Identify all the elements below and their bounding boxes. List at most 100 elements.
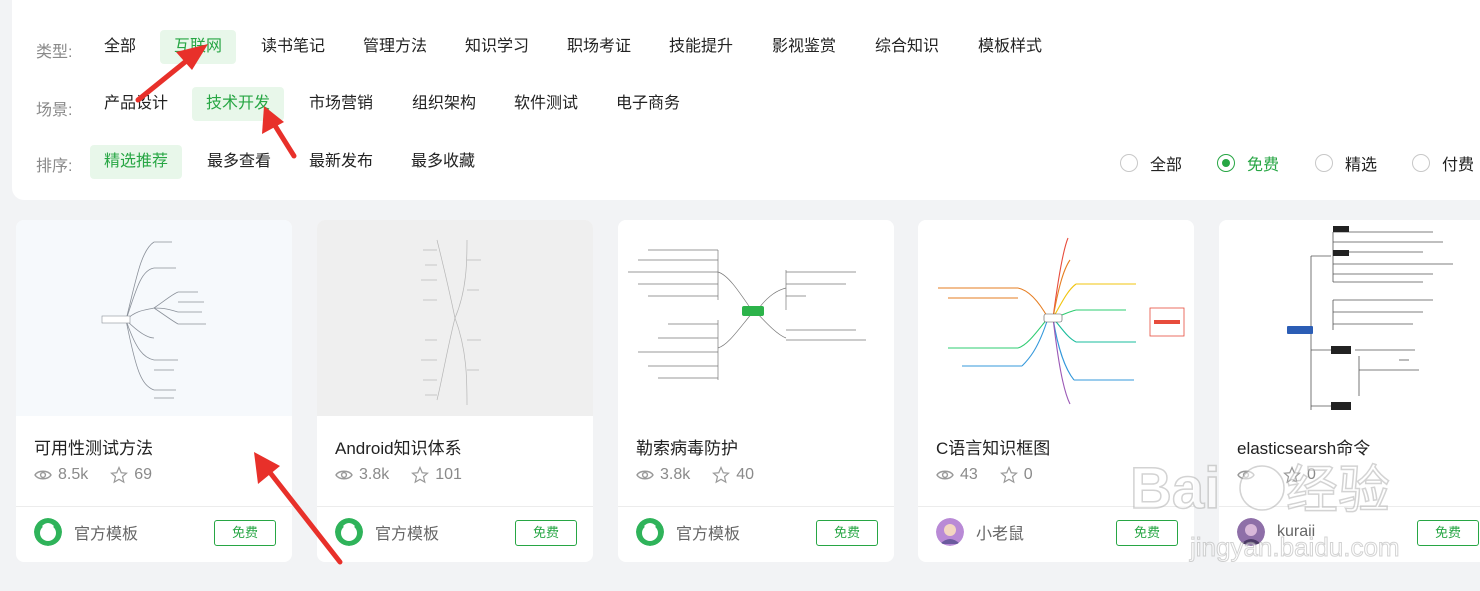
eye-icon (34, 470, 52, 480)
author-name: 官方模板 (375, 526, 440, 543)
eye-icon (636, 470, 654, 480)
stars-stat: 101 (411, 466, 462, 484)
card-title[interactable]: 勒索病毒防护 (636, 439, 738, 458)
card-divider (1219, 506, 1480, 507)
stars-stat: 40 (712, 466, 754, 484)
card-title[interactable]: elasticsearsh命令 (1237, 439, 1371, 458)
type-chip-reading-notes[interactable]: 读书笔记 (261, 38, 326, 55)
radio-circle (1315, 154, 1333, 172)
card-title[interactable]: Android知识体系 (335, 439, 462, 458)
avatar (1237, 518, 1265, 546)
filter-panel: 类型: 全部 互联网 读书笔记 管理方法 知识学习 职场考证 技能提升 影视鉴赏… (12, 0, 1480, 200)
template-card[interactable]: Android知识体系 3.8k 101 官方模板 免费 (317, 220, 593, 562)
card-divider (317, 506, 593, 507)
sort-chip-featured[interactable]: 精选推荐 (90, 145, 183, 179)
type-chip-career[interactable]: 职场考证 (567, 38, 632, 55)
card-author[interactable]: 官方模板 (636, 518, 740, 546)
views-stat: 43 (936, 466, 978, 484)
stars-stat: 0 (999, 466, 1033, 484)
card-stats: 3.8k 40 (636, 466, 776, 484)
mindmap-thumbnail (1219, 220, 1480, 416)
price-badge: 免费 (1116, 520, 1178, 546)
scene-chip-ecommerce[interactable]: 电子商务 (616, 95, 681, 112)
price-badge: 免费 (515, 520, 577, 546)
radio-circle (1412, 154, 1430, 172)
star-icon (999, 466, 1018, 484)
sort-chip-newest[interactable]: 最新发布 (309, 153, 374, 170)
type-chip-internet[interactable]: 互联网 (160, 30, 237, 64)
radio-circle (1120, 154, 1138, 172)
stars-stat: 0 (1283, 466, 1316, 484)
views-stat: 8.5k (34, 466, 88, 484)
card-author[interactable]: 小老鼠 (936, 518, 1024, 546)
author-name: 官方模板 (74, 526, 139, 543)
radio-label: 全部 (1150, 157, 1183, 174)
type-chip-templates[interactable]: 模板样式 (978, 38, 1043, 55)
scene-chip-product-design[interactable]: 产品设计 (104, 95, 169, 112)
type-chip-general[interactable]: 综合知识 (875, 38, 940, 55)
card-stats: 3.8k 101 (335, 466, 484, 484)
baidu-watermark-logo: Bai 经验 jingyan.baidu.com (1129, 455, 1400, 562)
views-stat: 3.8k (335, 466, 389, 484)
eye-icon (936, 470, 954, 480)
eye-icon (335, 470, 353, 480)
stars-count: 0 (1023, 466, 1033, 483)
scene-label: 场景: (36, 102, 73, 119)
scene-chip-tech-dev[interactable]: 技术开发 (192, 87, 285, 121)
sort-chip-most-saved[interactable]: 最多收藏 (411, 153, 476, 170)
type-chip-all[interactable]: 全部 (104, 38, 137, 55)
stars-count: 0 (1307, 466, 1316, 483)
svg-text:经验: 经验 (1286, 462, 1390, 520)
scene-chip-org-structure[interactable]: 组织架构 (412, 95, 477, 112)
avatar (936, 518, 964, 546)
radio-selected[interactable]: 精选 (1315, 151, 1377, 175)
watermark: Bai 经验 jingyan.baidu.com (1129, 446, 1460, 586)
svg-text:Bai: Bai (1130, 456, 1220, 521)
radio-paid[interactable]: 付费 (1412, 151, 1474, 175)
star-icon (1283, 466, 1301, 484)
mindmap-thumbnail (918, 220, 1194, 416)
mindmap-thumbnail (317, 220, 593, 416)
type-label: 类型: (36, 44, 73, 61)
card-divider (618, 506, 894, 507)
views-count: 8.5k (58, 466, 89, 483)
stars-count: 40 (736, 466, 755, 483)
type-chip-skills[interactable]: 技能提升 (669, 38, 734, 55)
star-icon (110, 466, 129, 484)
svg-text:jingyan.baidu.com: jingyan.baidu.com (1189, 532, 1400, 562)
stars-count: 101 (435, 466, 462, 483)
radio-all[interactable]: 全部 (1120, 151, 1182, 175)
views-count: 43 (960, 466, 978, 483)
card-title[interactable]: 可用性测试方法 (34, 439, 153, 458)
radio-label: 精选 (1345, 157, 1378, 174)
avatar (636, 518, 664, 546)
stars-stat: 69 (110, 466, 152, 484)
type-chip-knowledge[interactable]: 知识学习 (465, 38, 530, 55)
card-title[interactable]: C语言知识框图 (936, 439, 1051, 458)
card-divider (16, 506, 292, 507)
template-card[interactable]: elasticsearsh命令 0 kuraii 免费 (1219, 220, 1480, 562)
type-chip-film[interactable]: 影视鉴赏 (772, 38, 837, 55)
sort-label: 排序: (36, 158, 73, 175)
star-icon (411, 466, 430, 484)
star-icon (712, 466, 731, 484)
card-author[interactable]: kuraii (1237, 518, 1315, 546)
author-name: kuraii (1277, 523, 1316, 540)
views-count: 3.8k (359, 466, 390, 483)
radio-label: 免费 (1247, 157, 1280, 174)
type-chip-management[interactable]: 管理方法 (363, 38, 428, 55)
card-author[interactable]: 官方模板 (335, 518, 439, 546)
sort-chip-most-viewed[interactable]: 最多查看 (207, 153, 272, 170)
card-stats: 43 0 (936, 466, 1055, 484)
scene-chip-marketing[interactable]: 市场营销 (309, 95, 374, 112)
card-divider (918, 506, 1194, 507)
author-name: 小老鼠 (976, 526, 1025, 543)
radio-free[interactable]: 免费 (1217, 151, 1279, 175)
template-card[interactable]: 可用性测试方法 8.5k 69 官方模板 免费 (16, 220, 292, 562)
card-author[interactable]: 官方模板 (34, 518, 138, 546)
card-stats: 8.5k 69 (34, 466, 174, 484)
template-card[interactable]: 勒索病毒防护 3.8k 40 官方模板 免费 (618, 220, 894, 562)
mindmap-thumbnail (618, 220, 894, 416)
template-card[interactable]: C语言知识框图 43 0 小老鼠 免费 (918, 220, 1194, 562)
scene-chip-software-testing[interactable]: 软件测试 (514, 95, 579, 112)
